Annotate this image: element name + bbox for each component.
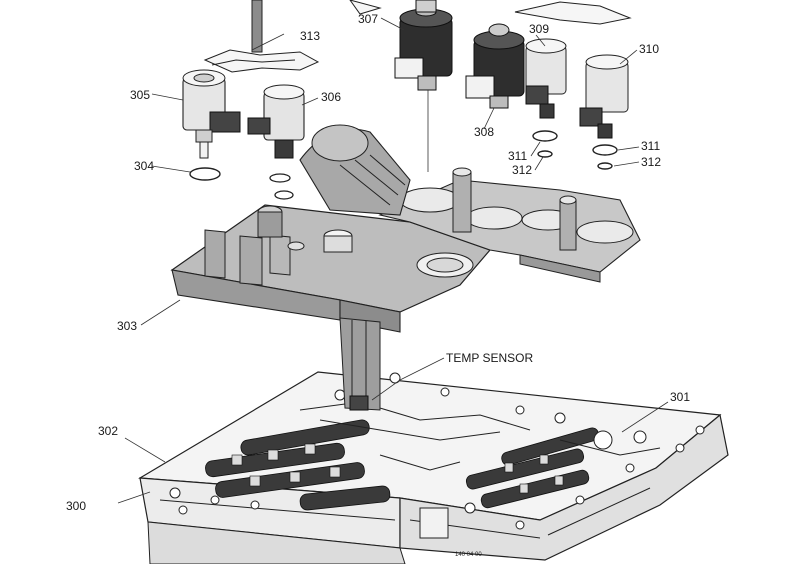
solenoid-309	[525, 38, 567, 119]
label-312-right: 312	[641, 155, 661, 169]
valve-body-housing: 140 04 00	[138, 371, 729, 564]
label-303: 303	[117, 319, 137, 333]
label-312-left: 312	[512, 163, 532, 177]
part-code-text: 140 04 00	[455, 552, 482, 558]
o-ring-304	[189, 167, 221, 181]
label-310: 310	[639, 42, 659, 56]
label-308: 308	[474, 125, 494, 139]
solenoid-306	[247, 84, 305, 200]
label-305: 305	[130, 88, 150, 102]
label-311-right: 311	[641, 139, 660, 153]
solenoid-308	[465, 23, 525, 109]
o-rings-311-312	[532, 130, 618, 170]
solenoid-310	[579, 54, 629, 139]
label-311-left: 311	[508, 149, 527, 163]
solenoid-305	[182, 69, 241, 159]
label-302: 302	[98, 424, 118, 438]
label-304: 304	[134, 159, 154, 173]
label-301: 301	[670, 390, 690, 404]
label-307: 307	[358, 12, 378, 26]
label-309: 309	[529, 22, 549, 36]
label-313: 313	[300, 29, 320, 43]
part-labels: 300 301 302 303 304 305 306 307 308 309 …	[66, 12, 690, 513]
conductor-plate	[170, 124, 641, 411]
solenoid-307	[394, 0, 453, 172]
bolt	[251, 0, 263, 53]
label-300: 300	[66, 499, 86, 513]
leader-lines	[117, 17, 669, 504]
retainer-clips	[203, 0, 632, 73]
label-temp-sensor: TEMP SENSOR	[446, 351, 533, 365]
label-306: 306	[321, 90, 341, 104]
